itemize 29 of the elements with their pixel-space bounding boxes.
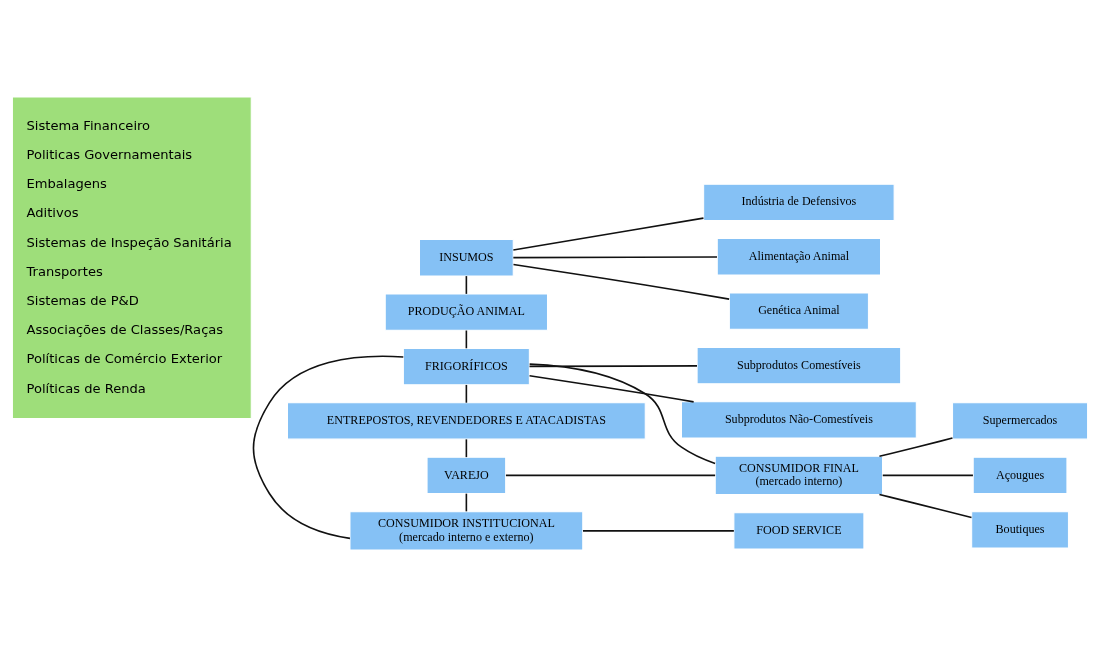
node-box: Sistema Financeiro Politicas Governamentais Embalagens Aditivos Sistemas de Inspeção Sanitária Transportes Sistemas de P&D Associações de Classes/Raças Políticas de Comércio Exterior Políticas de Renda [11,96,252,419]
node-box: INSUMOS [419,239,514,277]
connector [512,263,730,300]
node-box: Supermercados [952,402,1089,440]
node-box: Açougues [972,456,1068,495]
connector [878,437,954,458]
connector [881,474,974,477]
connector [528,363,716,465]
node-box: Alimentação Animal [716,238,881,276]
connector [582,530,735,532]
node-box: Boutiques [971,511,1069,549]
connector [512,217,705,251]
connector [505,474,716,477]
node-box: CONSUMIDOR INSTITUCIONAL (mercado interno e externo) [349,511,584,551]
node-box: Genética Animal [728,292,869,330]
node-box: Indústria de Defensivos [703,183,895,221]
connector [512,256,718,259]
connector [528,375,695,403]
node-box: Subprodutos Comestíveis [696,346,902,385]
connector [252,355,405,540]
node-box: Subprodutos Não-Comestíveis [681,401,917,439]
node-box: FRIGORÍFICOS [402,347,530,386]
connector [878,493,973,519]
connector [528,365,698,368]
node-box: FOOD SERVICE [733,512,865,550]
node-box: CONSUMIDOR FINAL (mercado interno) [714,455,884,496]
node-box: ENTREPOSTOS, REVENDEDORES E ATACADISTAS [287,402,646,440]
node-box: VAREJO [426,456,507,495]
node-box: PRODUÇÃO ANIMAL [384,293,548,331]
